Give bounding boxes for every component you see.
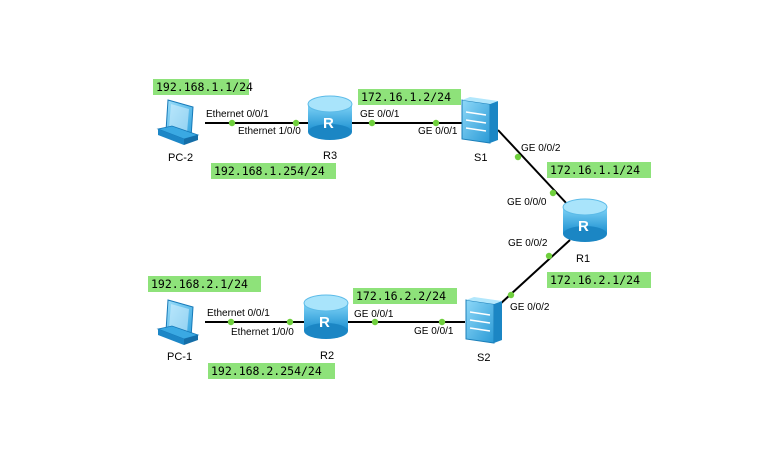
ip-text-r3-wan: 172.16.1.2/24 — [361, 90, 451, 104]
router-r2[interactable]: R R2 — [303, 294, 349, 362]
device-name-s2: S2 — [477, 352, 490, 364]
ip-label-r2-wan: 172.16.2.2/24 — [353, 288, 457, 304]
switch-s2[interactable]: S2 — [465, 297, 502, 364]
device-name-s1: S1 — [474, 152, 487, 164]
port-label-r2-ge: GE 0/0/1 — [354, 309, 394, 320]
port-label-pc1-eth: Ethernet 0/0/1 — [207, 308, 270, 319]
router-icon: R — [562, 198, 608, 242]
port-dot-r2-ge — [371, 318, 379, 326]
router-r3[interactable]: R R3 — [307, 95, 353, 162]
router-r1[interactable]: R R1 — [562, 198, 608, 265]
port-dot-s1-ge1 — [432, 119, 440, 127]
switch-icon — [465, 297, 502, 344]
device-name-pc1: PC-1 — [167, 351, 192, 363]
device-name-r2: R2 — [320, 350, 334, 362]
port-label-r1-ge2: GE 0/0/2 — [508, 238, 548, 249]
svg-text:R: R — [578, 218, 589, 235]
pc-icon — [156, 299, 200, 345]
ip-text-pc2: 192.168.1.1/24 — [156, 80, 253, 94]
port-dot-s1-ge2 — [514, 153, 522, 161]
pc-icon — [156, 99, 200, 145]
ip-label-r3-lan: 192.168.1.254/24 — [211, 163, 336, 179]
svg-text:R: R — [319, 314, 330, 331]
link-s1-r1 — [497, 129, 569, 206]
port-dot-r2-eth — [286, 318, 294, 326]
ip-label-r3-wan: 172.16.1.2/24 — [358, 89, 461, 105]
port-label-r1-ge0: GE 0/0/0 — [507, 197, 547, 208]
device-name-r1: R1 — [576, 253, 590, 265]
ip-text-pc1: 192.168.2.1/24 — [151, 277, 248, 291]
pc-1-device[interactable]: PC-1 — [156, 299, 200, 363]
ip-label-r1-top: 172.16.1.1/24 — [547, 162, 651, 178]
port-label-s1-ge2: GE 0/0/2 — [521, 143, 561, 154]
ip-text-r2-lan: 192.168.2.254/24 — [211, 364, 322, 378]
port-dot-r1-ge2 — [545, 252, 553, 260]
ip-label-r2-lan: 192.168.2.254/24 — [208, 363, 335, 379]
port-dot-pc1-eth — [227, 318, 235, 326]
port-dot-r3-eth — [292, 119, 300, 127]
pc-2-device[interactable]: PC-2 — [156, 99, 200, 164]
port-dot-s2-ge1 — [438, 318, 446, 326]
port-label-r3-ge: GE 0/0/1 — [360, 109, 400, 120]
port-label-pc2-eth: Ethernet 0/0/1 — [206, 109, 269, 120]
switch-s1[interactable]: S1 — [461, 97, 498, 164]
port-dot-pc2-eth — [228, 119, 236, 127]
router-icon: R — [307, 95, 353, 140]
port-dot-s2-ge2 — [507, 291, 515, 299]
ip-text-r2-wan: 172.16.2.2/24 — [356, 289, 446, 303]
switch-icon — [461, 97, 498, 144]
ip-text-r3-lan: 192.168.1.254/24 — [214, 164, 325, 178]
device-name-r3: R3 — [323, 150, 337, 162]
port-dot-r3-ge — [368, 119, 376, 127]
ip-label-r1-bottom: 172.16.2.1/24 — [547, 272, 651, 288]
port-label-s1-ge1: GE 0/0/1 — [418, 126, 458, 137]
port-dot-r1-ge0 — [549, 189, 557, 197]
svg-text:R: R — [323, 115, 334, 132]
device-name-pc2: PC-2 — [168, 152, 193, 164]
port-label-s2-ge2: GE 0/0/2 — [510, 302, 550, 313]
router-icon: R — [303, 294, 349, 339]
port-label-s2-ge1: GE 0/0/1 — [414, 326, 454, 337]
port-label-r3-eth: Ethernet 1/0/0 — [238, 126, 301, 137]
ip-text-r1-top: 172.16.1.1/24 — [550, 163, 640, 177]
ip-text-r1-bottom: 172.16.2.1/24 — [550, 273, 640, 287]
port-label-r2-eth: Ethernet 1/0/0 — [231, 327, 294, 338]
ip-label-pc2: 192.168.1.1/24 — [153, 79, 253, 95]
ip-label-pc1: 192.168.2.1/24 — [148, 276, 261, 292]
